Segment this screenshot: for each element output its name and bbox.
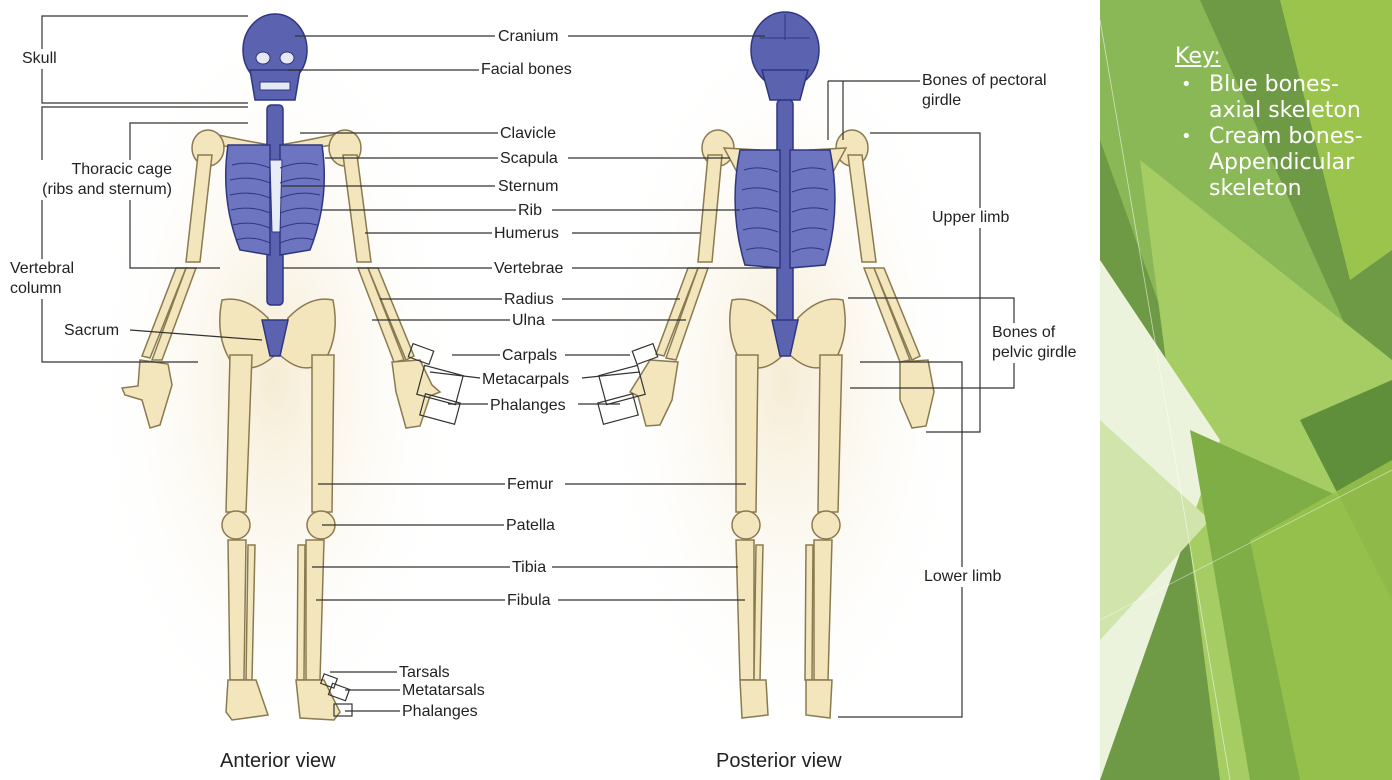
caption-posterior-view: Posterior view xyxy=(716,750,842,772)
label-phalanges-hand: Phalanges xyxy=(488,396,568,416)
posterior-skeleton xyxy=(595,0,975,760)
bullet-icon: • xyxy=(1181,74,1192,95)
label-humerus: Humerus xyxy=(492,224,561,244)
label-tarsals: Tarsals xyxy=(397,663,452,683)
label-clavicle: Clavicle xyxy=(498,124,559,144)
key-item-label: Cream bones-Appendicular skeleton xyxy=(1209,124,1363,201)
label-metacarpals: Metacarpals xyxy=(480,370,572,390)
label-pelvic-girdle: Bones of pelvic girdle xyxy=(990,323,1090,363)
label-facial-bones: Facial bones xyxy=(479,60,574,80)
label-pectoral-girdle: Bones of pectoral girdle xyxy=(920,71,1054,111)
label-sacrum: Sacrum xyxy=(62,321,122,341)
label-sternum: Sternum xyxy=(496,177,561,197)
label-rib: Rib xyxy=(516,201,545,221)
key-list: • Blue bones-axial skeleton • Cream bone… xyxy=(1175,72,1387,202)
label-upper-limb: Upper limb xyxy=(930,208,1012,228)
label-patella: Patella xyxy=(504,516,557,536)
color-key: Key: • Blue bones-axial skeleton • Cream… xyxy=(1175,44,1387,202)
key-item-axial: • Blue bones-axial skeleton xyxy=(1175,72,1387,124)
key-item-label: Blue bones-axial skeleton xyxy=(1209,72,1361,123)
label-phalanges-foot: Phalanges xyxy=(400,702,480,722)
key-title: Key: xyxy=(1175,44,1221,69)
label-radius: Radius xyxy=(502,290,556,310)
label-vertebrae: Vertebrae xyxy=(492,259,566,279)
key-item-appendicular: • Cream bones-Appendicular skeleton xyxy=(1175,124,1387,202)
skeleton-diagram: Skull Thoracic cage (ribs and sternum) V… xyxy=(8,0,1090,772)
label-carpals: Carpals xyxy=(500,346,560,366)
anterior-skeleton xyxy=(85,0,465,760)
label-scapula: Scapula xyxy=(498,149,560,169)
label-femur: Femur xyxy=(505,475,556,495)
label-metatarsals: Metatarsals xyxy=(400,681,487,701)
bullet-icon: • xyxy=(1181,126,1192,147)
label-tibia: Tibia xyxy=(510,558,549,578)
label-thoracic-cage: Thoracic cage (ribs and sternum) xyxy=(40,160,174,200)
label-ulna: Ulna xyxy=(510,311,547,331)
label-cranium: Cranium xyxy=(496,27,561,47)
label-fibula: Fibula xyxy=(505,591,553,611)
caption-anterior-view: Anterior view xyxy=(220,750,336,772)
green-facets-decoration xyxy=(1100,0,1392,780)
label-vertebral-column: Vertebral column xyxy=(8,259,92,299)
label-lower-limb: Lower limb xyxy=(922,567,1004,587)
slide-decoration xyxy=(1100,0,1392,780)
skeleton-illustration xyxy=(41,0,1015,760)
label-skull: Skull xyxy=(20,49,59,69)
